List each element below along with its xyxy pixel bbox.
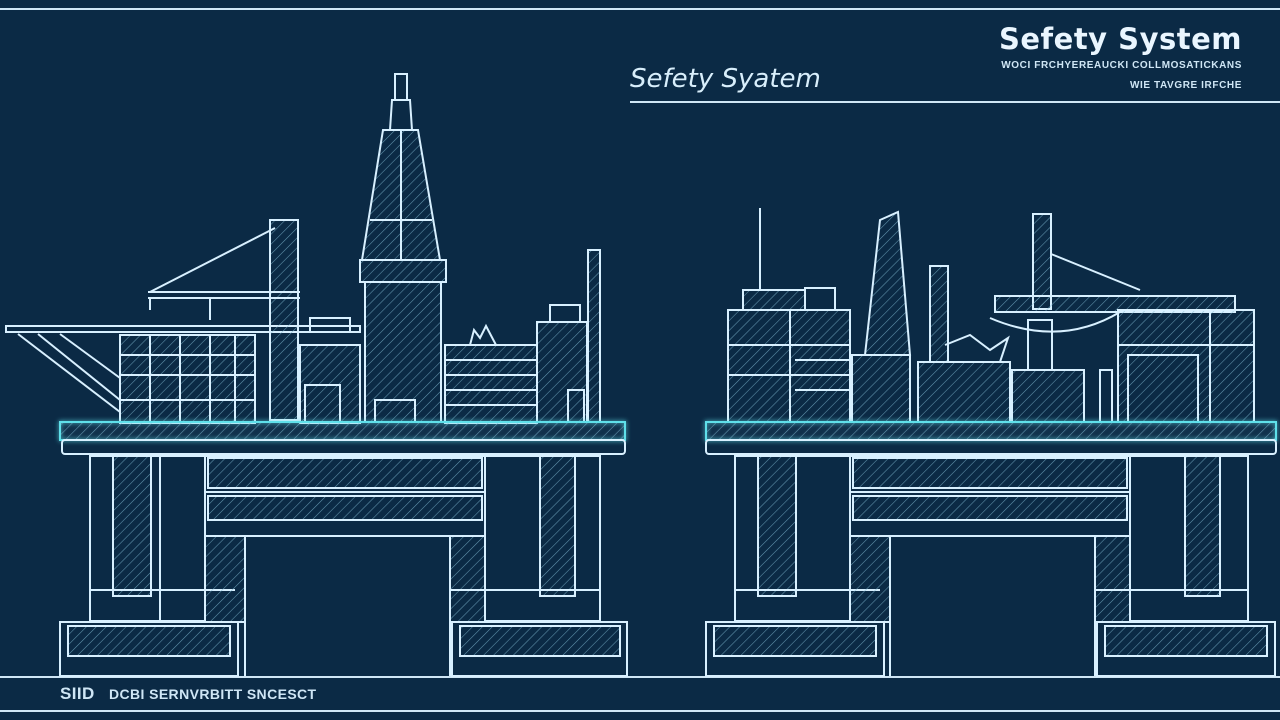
control-building — [727, 208, 851, 423]
footer-code: SIID — [60, 684, 95, 703]
helideck — [5, 325, 361, 413]
main-title: Sefety System — [998, 22, 1242, 56]
main-deck — [59, 421, 626, 455]
substructure — [59, 455, 628, 677]
right-crane — [989, 213, 1236, 423]
left-platform — [5, 73, 628, 677]
utility-module — [1117, 309, 1255, 423]
accommodation-block — [119, 334, 256, 424]
derrick-tower — [359, 73, 447, 423]
subtitle-line-1: WOCI FRCHYEREAUCKI COLLMOSATICKANS — [1001, 60, 1242, 71]
flare-stacks — [851, 210, 1011, 423]
right-substructure — [705, 455, 1276, 677]
footer-caption: SIID DCBI SERNVRBITT SNCESCT — [60, 684, 317, 704]
subtitle-line-2: WIE TAVGRE IRFCHE — [1129, 80, 1242, 91]
section-title: Sefety Syatem — [630, 64, 821, 94]
mid-modules — [299, 317, 361, 424]
footer-text: DCBI SERNVRBITT SNCESCT — [108, 686, 317, 702]
process-module — [444, 249, 601, 424]
right-main-deck — [705, 421, 1277, 455]
crane — [148, 219, 300, 421]
right-platform — [705, 208, 1277, 677]
